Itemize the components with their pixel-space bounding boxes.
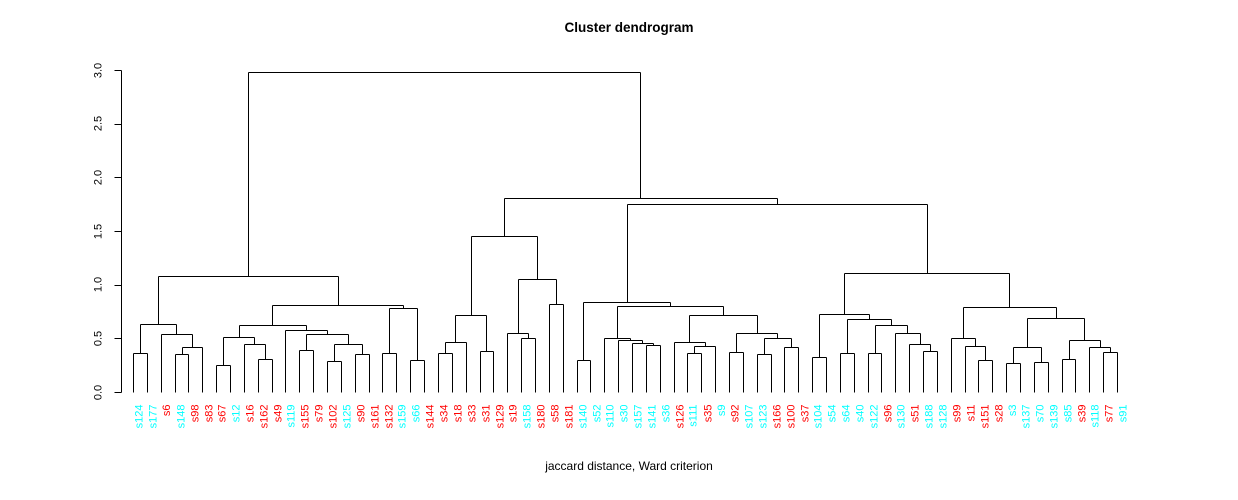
leaf-label: s79 <box>313 404 326 423</box>
y-tick-label: 1.0 <box>92 277 105 293</box>
leaf-label: s34 <box>438 404 451 423</box>
leaf-label: s107 <box>743 404 756 429</box>
leaf-label: s92 <box>729 404 742 423</box>
leaf-label: s122 <box>868 404 881 429</box>
leaf-label: s151 <box>978 404 991 429</box>
leaf-label: s19 <box>507 404 520 423</box>
leaf-label: s139 <box>1048 404 1061 429</box>
leaf-label: s140 <box>577 404 590 429</box>
y-tick-label: 2.5 <box>92 116 105 132</box>
leaf-label: s51 <box>909 404 922 423</box>
leaf-label: s177 <box>147 404 160 429</box>
leaf-label: s124 <box>133 404 146 429</box>
leaf-label: s159 <box>396 404 409 429</box>
y-tick-label: 0.0 <box>92 384 105 400</box>
leaf-label: s96 <box>881 404 894 423</box>
leaf-label: s39 <box>1075 404 1088 423</box>
leaf-label: s125 <box>341 404 354 429</box>
leaf-label: s66 <box>410 404 423 423</box>
leaf-label: s162 <box>258 404 271 429</box>
leaf-label: s141 <box>646 404 659 429</box>
leaf-label: s6 <box>161 404 174 417</box>
dendrogram-links <box>133 72 1118 393</box>
leaf-label: s52 <box>590 404 603 423</box>
leaf-label: s128 <box>937 404 950 429</box>
leaf-label: s77 <box>1103 404 1116 423</box>
leaf-label: s90 <box>355 404 368 423</box>
leaf-label: s123 <box>757 404 770 429</box>
leaf-label: s118 <box>1089 404 1102 428</box>
leaf-label: s9 <box>715 404 728 417</box>
leaf-label: s49 <box>272 404 285 423</box>
leaf-label: s67 <box>216 404 229 423</box>
y-tick-label: 2.0 <box>92 169 105 185</box>
leaf-label: s148 <box>175 404 188 429</box>
leaf-label: s144 <box>424 404 437 429</box>
leaf-label: s180 <box>535 404 548 429</box>
leaf-label: s158 <box>521 404 534 429</box>
leaf-label: s3 <box>1006 404 1019 417</box>
y-tick-label: 1.5 <box>92 223 105 239</box>
leaf-label: s37 <box>798 404 811 423</box>
leaf-label: s28 <box>992 404 1005 423</box>
leaf-label: s100 <box>784 404 797 429</box>
leaf-label: s132 <box>382 404 395 429</box>
leaf-label: s98 <box>188 404 201 423</box>
leaf-label: s104 <box>812 404 825 429</box>
leaf-label: s30 <box>618 404 631 423</box>
leaf-label: s85 <box>1062 404 1075 423</box>
leaf-label: s64 <box>840 404 853 423</box>
leaf-label: s54 <box>826 404 839 423</box>
leaf-label: s33 <box>466 404 479 423</box>
leaf-label: s155 <box>299 404 312 429</box>
leaf-label: s130 <box>895 404 908 429</box>
leaf-label: s111 <box>687 404 700 427</box>
chart-title: Cluster dendrogram <box>564 20 694 35</box>
leaf-label: s99 <box>951 404 964 423</box>
leaf-label: s126 <box>674 404 687 429</box>
leaf-label: s18 <box>452 404 465 423</box>
leaf-label: s12 <box>230 404 243 423</box>
leaf-label: s157 <box>632 404 645 429</box>
x-axis-label: jaccard distance, Ward criterion <box>545 459 713 473</box>
leaf-label: s166 <box>771 404 784 429</box>
leaf-label: s188 <box>923 404 936 429</box>
y-axis-line <box>114 70 122 393</box>
leaf-label: s31 <box>480 404 492 423</box>
leaf-label: s11 <box>965 404 978 422</box>
leaf-label: s119 <box>285 404 298 428</box>
leaf-label: s36 <box>660 404 673 423</box>
y-tick-label: 3.0 <box>92 62 105 78</box>
leaf-label: s58 <box>549 404 562 423</box>
leaf-label: s83 <box>202 404 215 423</box>
leaf-label: s137 <box>1020 404 1033 429</box>
leaf-label: s161 <box>369 404 382 429</box>
leaf-label: s110 <box>604 404 617 428</box>
leaf-label: s35 <box>701 404 714 423</box>
leaf-label: s16 <box>244 404 257 423</box>
leaf-label: s129 <box>493 404 506 429</box>
y-tick-label: 0.5 <box>92 330 105 346</box>
leaf-label: s91 <box>1117 404 1130 423</box>
leaf-label: s70 <box>1034 404 1047 423</box>
leaf-label: s102 <box>327 404 340 429</box>
leaf-label: s40 <box>854 404 867 423</box>
leaf-label: s181 <box>563 404 576 429</box>
